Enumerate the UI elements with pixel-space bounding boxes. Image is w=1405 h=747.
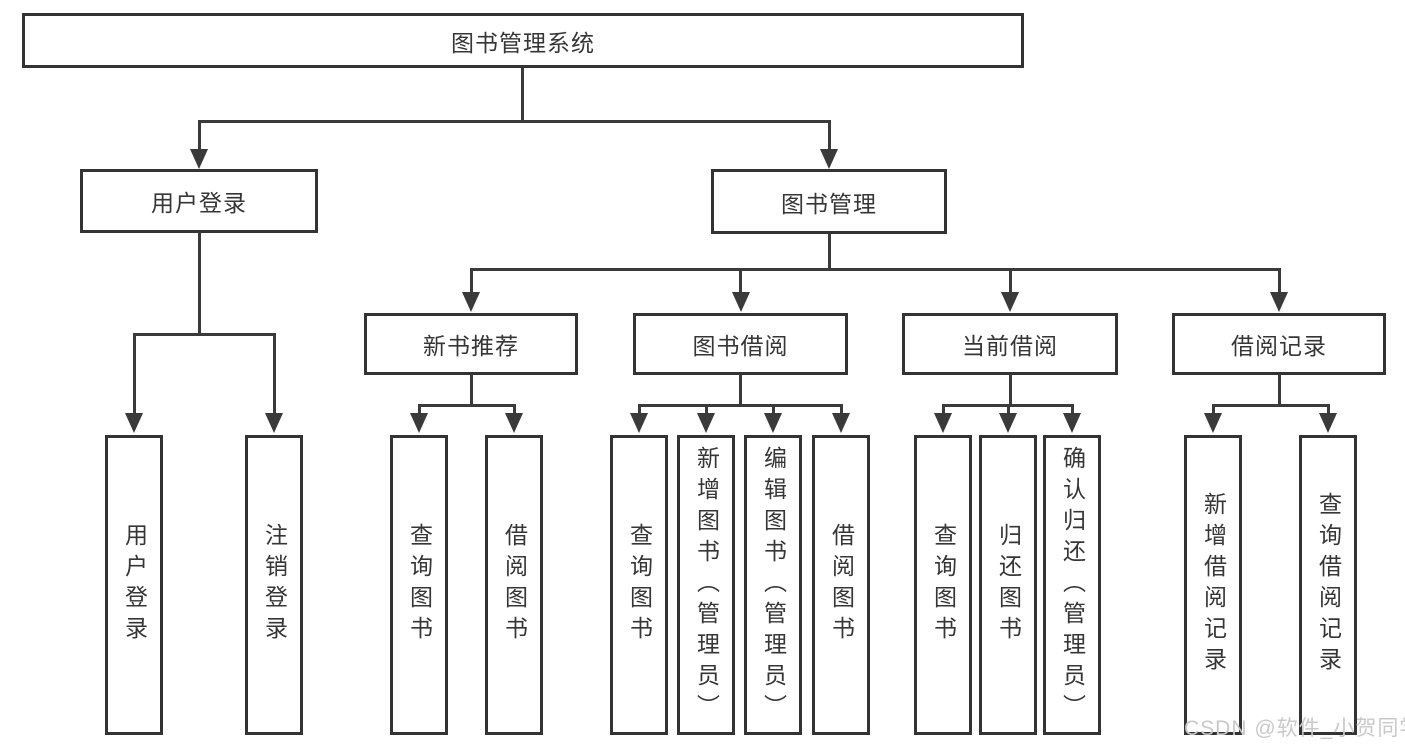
arrow-to-add-book	[704, 407, 708, 413]
arrow-to-query-book-borrow	[637, 407, 641, 413]
arrow-to-book-borrow	[739, 271, 742, 292]
connector-book-borrow-stem	[739, 374, 742, 406]
arrow-to-borrow-book-borrow	[839, 407, 843, 413]
box-leaf-user-login-label: 用户登录	[121, 523, 148, 647]
box-leaf-borrow-book-rec: 借阅图书	[485, 435, 543, 735]
box-leaf-return-book: 归还图书	[979, 435, 1037, 735]
arrow-to-query-borrow-record	[1326, 407, 1330, 413]
arrow-to-confirm-return	[1070, 407, 1074, 413]
box-leaf-query-borrow-record: 查询借阅记录	[1299, 435, 1357, 735]
connector-root-stem	[521, 68, 524, 120]
box-current-borrow: 当前借阅	[902, 313, 1118, 375]
connector-borrow-records-branch	[1211, 404, 1330, 407]
box-book-borrow: 图书借阅	[633, 313, 848, 375]
box-leaf-edit-book: 编辑图书（管理员）	[744, 435, 802, 735]
box-borrow-records: 借阅记录	[1172, 313, 1386, 375]
box-leaf-add-borrow-record-label: 新增借阅记录	[1200, 492, 1227, 678]
arrow-to-user-login	[197, 120, 201, 149]
arrow-to-query-book-current	[941, 407, 945, 413]
box-leaf-query-book-rec: 查询图书	[390, 435, 448, 735]
box-user-login-label: 用户登录	[151, 190, 247, 216]
box-leaf-borrow-book-borrow: 借阅图书	[812, 435, 870, 735]
box-library-system-label: 图书管理系统	[451, 29, 595, 56]
connector-user-login-branch	[132, 333, 276, 336]
connector-root-branch	[198, 120, 831, 123]
box-leaf-borrow-book-rec-label: 借阅图书	[501, 523, 528, 647]
box-leaf-logout-label: 注销登录	[261, 523, 288, 647]
arrow-to-book-mgmt	[827, 120, 831, 149]
box-leaf-query-borrow-record-label: 查询借阅记录	[1315, 492, 1342, 678]
connector-book-borrow-branch	[637, 404, 843, 407]
box-leaf-confirm-return: 确认归还（管理员）	[1043, 435, 1101, 735]
box-leaf-add-book: 新增图书（管理员）	[677, 435, 735, 735]
arrow-to-borrow-records	[1277, 271, 1281, 292]
connector-book-mgmt-stem	[827, 234, 831, 270]
box-leaf-query-book-borrow-label: 查询图书	[626, 523, 653, 647]
box-leaf-user-login: 用户登录	[105, 435, 163, 735]
box-book-borrow-label: 图书借阅	[692, 333, 789, 359]
connector-new-book-rec-branch	[417, 404, 516, 407]
box-leaf-edit-book-label: 编辑图书（管理员）	[760, 445, 787, 725]
connector-borrow-records-stem	[1277, 374, 1281, 406]
csdn-watermark: CSDN @软件_小贺同学	[1184, 717, 1405, 740]
box-leaf-query-book-current: 查询图书	[914, 435, 972, 735]
arrow-to-leaf-user-login	[132, 336, 136, 413]
box-leaf-add-book-label: 新增图书（管理员）	[693, 445, 720, 725]
box-current-borrow-label: 当前借阅	[962, 333, 1058, 359]
box-leaf-logout: 注销登录	[245, 435, 303, 735]
box-leaf-query-book-rec-label: 查询图书	[406, 523, 433, 647]
connector-book-mgmt-branch	[469, 268, 1281, 271]
box-leaf-query-book-current-label: 查询图书	[930, 523, 957, 647]
arrow-to-new-book-rec	[469, 271, 473, 292]
box-leaf-add-borrow-record: 新增借阅记录	[1184, 435, 1242, 735]
box-user-login: 用户登录	[80, 169, 318, 233]
box-leaf-borrow-book-borrow-label: 借阅图书	[828, 523, 855, 647]
box-book-mgmt-label: 图书管理	[781, 190, 877, 217]
connector-current-borrow-branch	[941, 404, 1074, 407]
box-book-mgmt: 图书管理	[711, 169, 947, 234]
box-new-book-rec: 新书推荐	[364, 313, 578, 375]
arrow-to-leaf-logout	[272, 336, 276, 413]
box-leaf-query-book-borrow: 查询图书	[610, 435, 668, 735]
box-new-book-rec-label: 新书推荐	[423, 333, 519, 359]
box-leaf-return-book-label: 归还图书	[995, 523, 1022, 647]
box-borrow-records-label: 借阅记录	[1231, 333, 1327, 359]
connector-user-login-stem	[197, 232, 201, 335]
arrow-to-borrow-book-rec	[512, 407, 516, 413]
arrow-to-edit-book	[771, 407, 775, 413]
arrow-to-current-borrow	[1008, 271, 1012, 292]
arrow-to-add-borrow-record	[1211, 407, 1215, 413]
box-leaf-confirm-return-label: 确认归还（管理员）	[1059, 445, 1086, 725]
arrow-to-return-book	[1006, 407, 1010, 413]
arrow-to-query-book-rec	[417, 407, 421, 413]
connector-current-borrow-stem	[1008, 374, 1012, 406]
box-library-system: 图书管理系统	[22, 13, 1024, 68]
connector-new-book-rec-stem	[469, 374, 473, 406]
